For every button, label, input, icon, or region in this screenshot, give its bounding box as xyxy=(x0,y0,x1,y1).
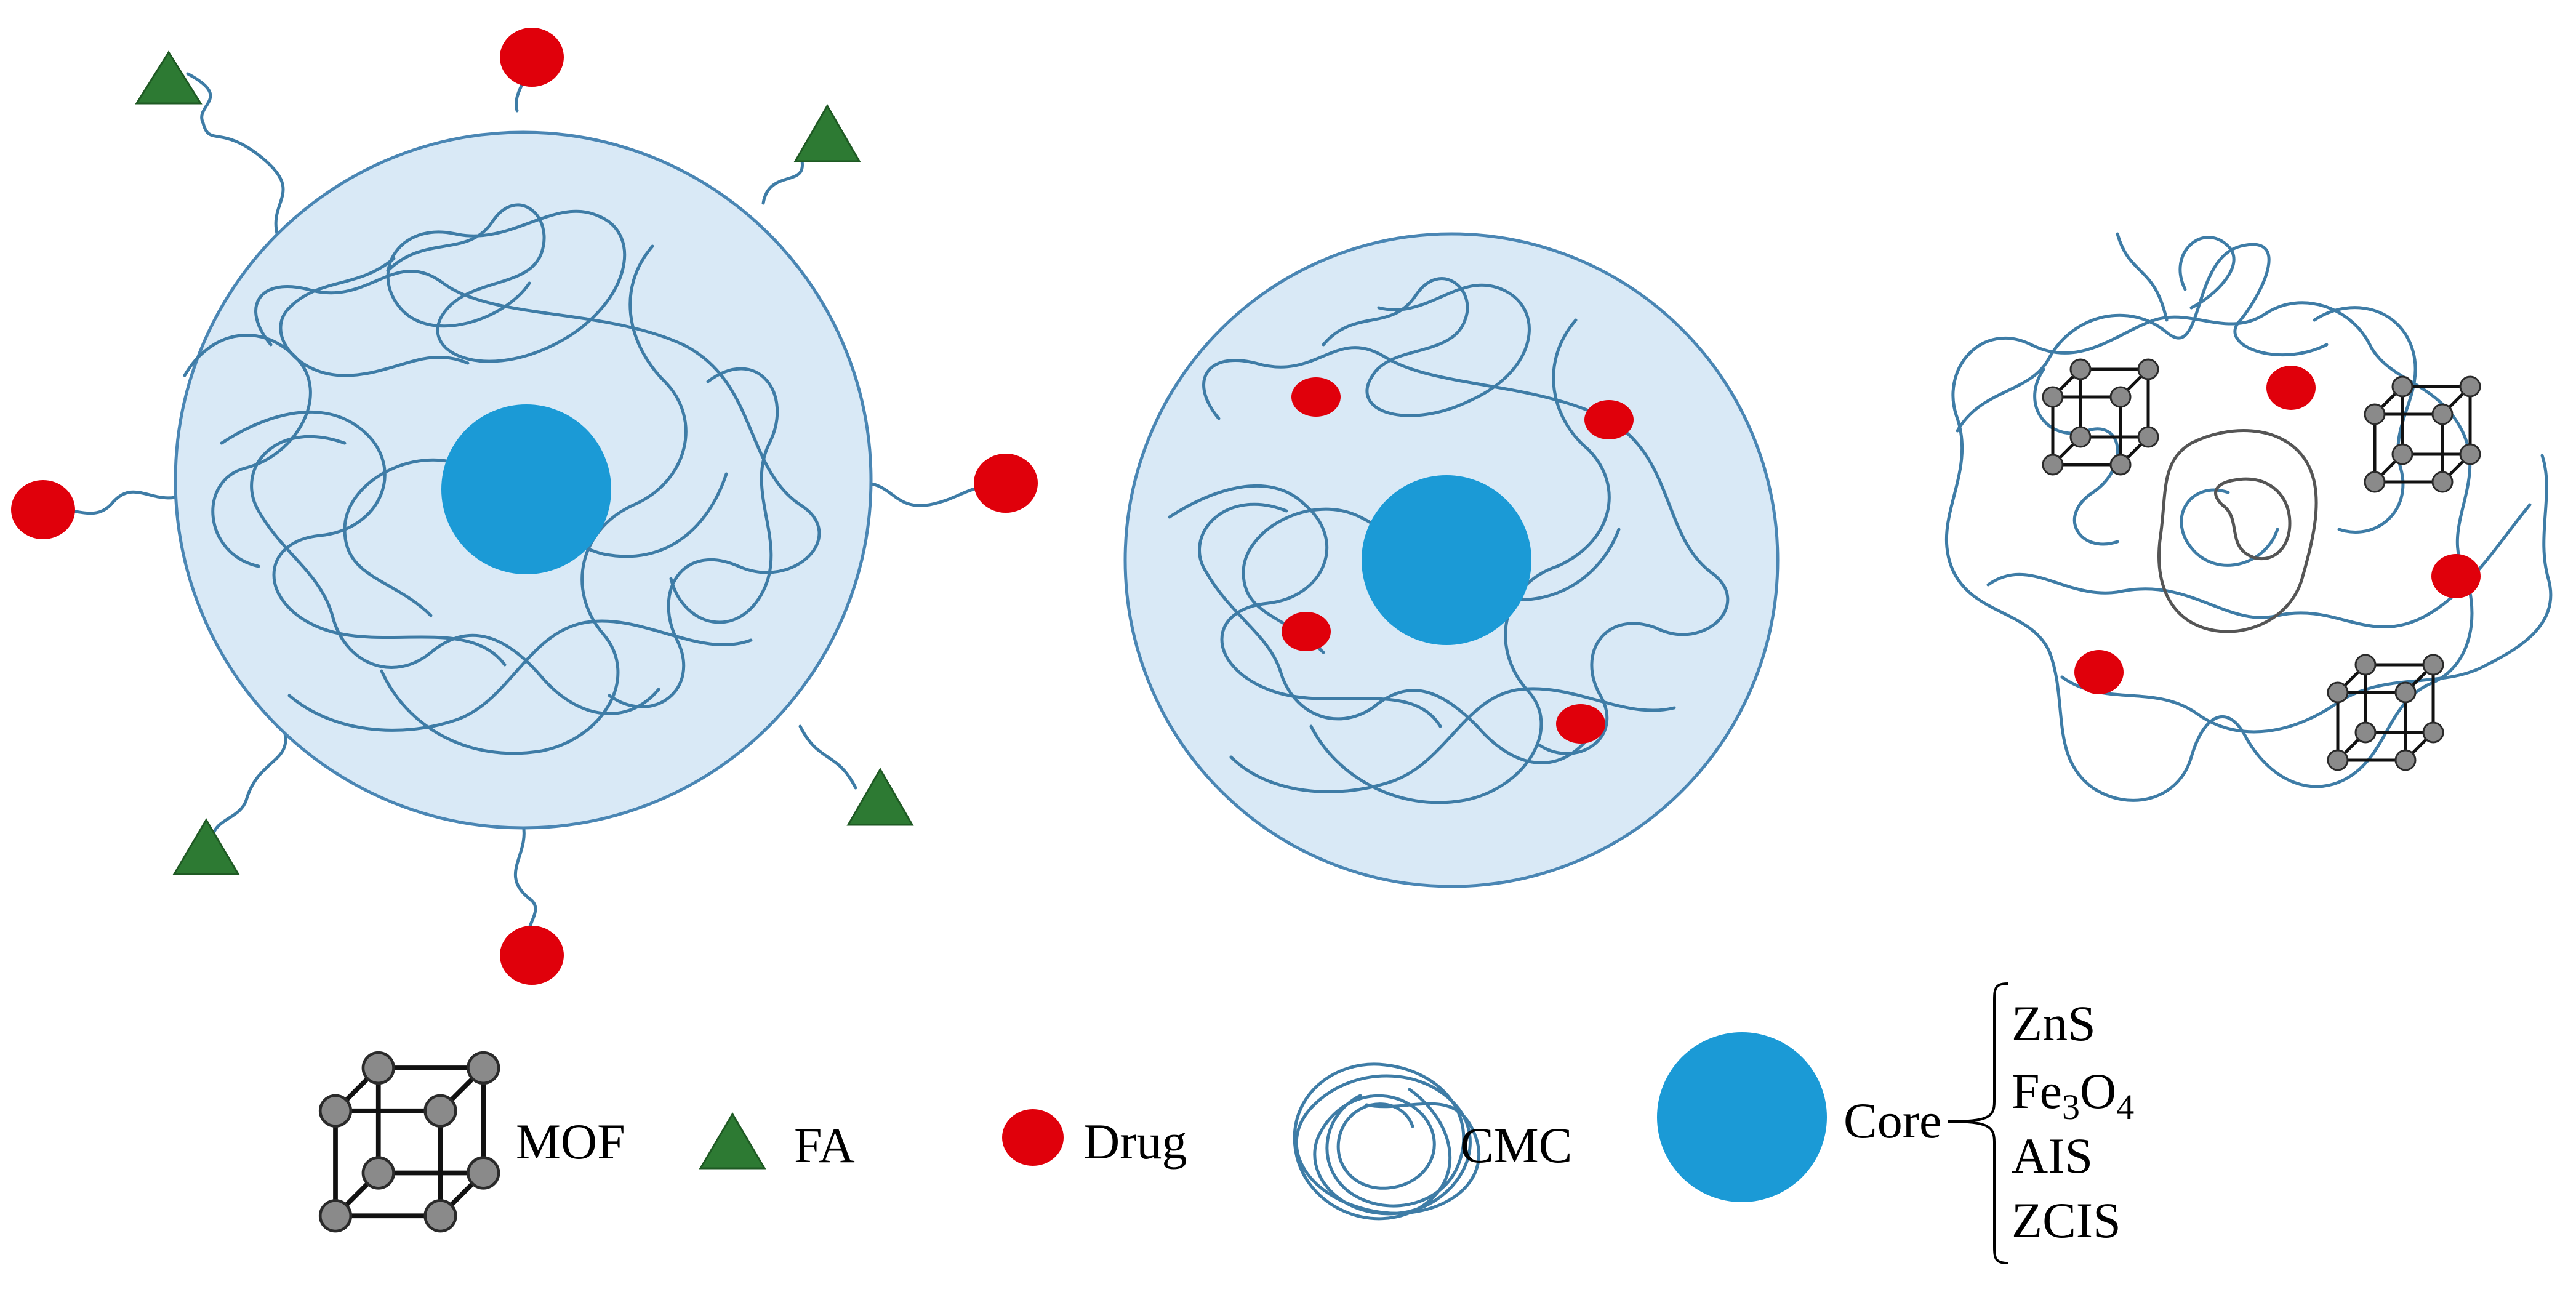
fa-ligand xyxy=(135,50,203,105)
cmc-chain xyxy=(1168,277,1730,804)
drug-marker xyxy=(1282,612,1331,651)
tethers xyxy=(41,54,996,950)
core-type-fe3o4: Fe3O4 xyxy=(2012,1063,2134,1127)
core xyxy=(441,404,611,574)
mof-symbol xyxy=(320,1053,499,1231)
targeted-nanocarrier xyxy=(11,28,1038,985)
fa-ligand xyxy=(172,818,240,875)
core-types-brace xyxy=(1948,982,2008,1264)
embedded-drugs xyxy=(2074,366,2481,694)
cmc-symbol xyxy=(1294,1064,1479,1219)
legend-core-label: Core xyxy=(1844,1093,1941,1149)
core-type-ais: AIS xyxy=(2012,1128,2093,1184)
inner-cmc-domain xyxy=(2157,429,2318,633)
mof-particle xyxy=(2043,359,2158,475)
drug-marker xyxy=(2431,554,2481,598)
fa-ligand xyxy=(793,104,861,162)
drug-marker xyxy=(500,926,564,985)
legend-drug: Drug xyxy=(1002,1109,1187,1170)
mof-particle xyxy=(2328,655,2443,770)
core-symbol xyxy=(1657,1032,1827,1202)
legend-cmc: CMC xyxy=(1294,1064,1572,1219)
surface-drugs xyxy=(11,28,1038,985)
drug-marker xyxy=(1584,400,1634,439)
legend-mof: MOF xyxy=(320,1053,625,1231)
drug-loaded-nanocarrier xyxy=(1123,232,1780,888)
legend-mof-label: MOF xyxy=(516,1113,625,1170)
mof-composite xyxy=(1944,232,2553,802)
drug-marker xyxy=(1291,377,1341,417)
fa-ligand xyxy=(846,768,914,826)
drug-marker xyxy=(500,28,564,87)
legend-fa: FA xyxy=(699,1112,855,1173)
legend-drug-label: Drug xyxy=(1083,1113,1187,1170)
fa-symbol xyxy=(699,1112,766,1170)
drug-marker xyxy=(974,454,1038,513)
fa-ligands xyxy=(135,50,914,875)
drug-symbol xyxy=(1002,1109,1064,1166)
loaded-drugs xyxy=(1282,377,1634,744)
drug-marker xyxy=(11,480,75,539)
legend: MOF FA Drug CMC Core ZnS Fe3O4 AIS ZCIS xyxy=(320,982,2134,1264)
cmc-network xyxy=(1944,232,2553,802)
core-type-zcis: ZCIS xyxy=(2012,1192,2121,1248)
core xyxy=(1362,475,1531,645)
core-type-zns: ZnS xyxy=(2012,995,2096,1051)
drug-marker xyxy=(1556,704,1605,744)
legend-fa-label: FA xyxy=(794,1117,855,1173)
legend-cmc-label: CMC xyxy=(1460,1117,1572,1173)
legend-core: Core ZnS Fe3O4 AIS ZCIS xyxy=(1657,982,2134,1264)
drug-marker xyxy=(2266,366,2316,410)
drug-marker xyxy=(2074,650,2124,694)
mof-particles xyxy=(2043,359,2480,770)
